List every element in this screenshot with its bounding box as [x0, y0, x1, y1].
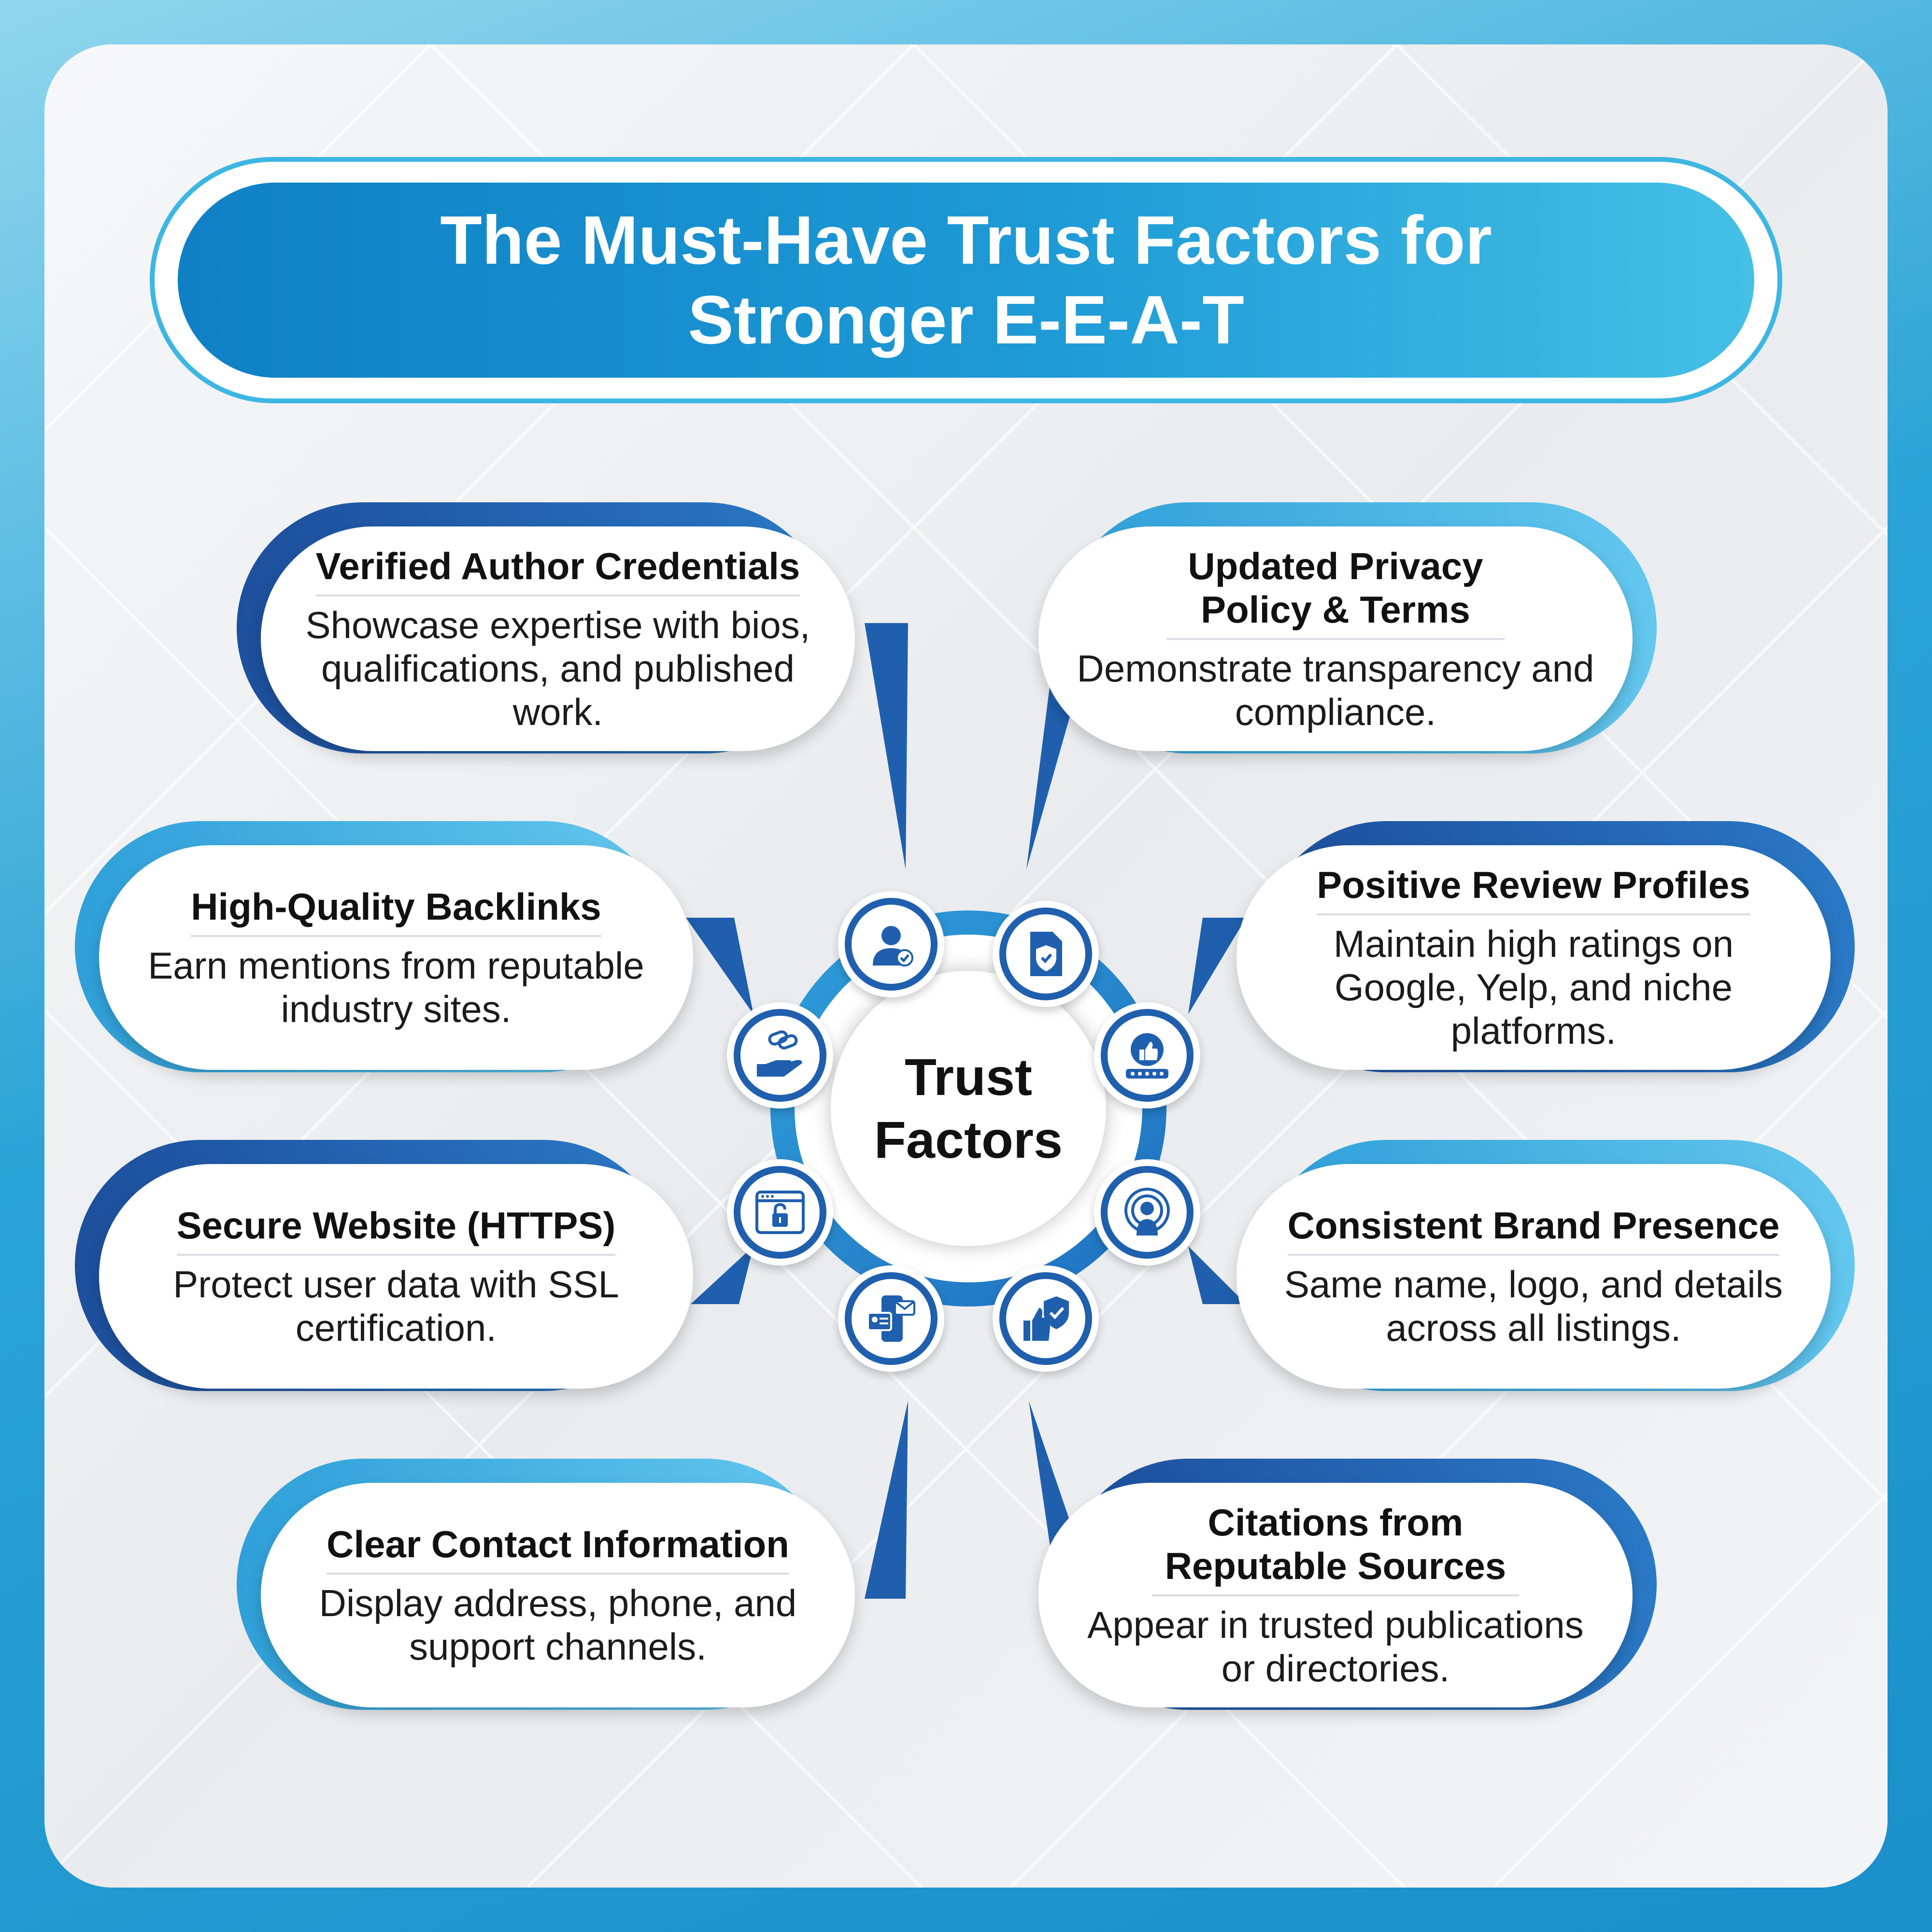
card-title: Secure Website (HTTPS) — [176, 1204, 616, 1256]
card-title: Citations from Reputable Sources — [1152, 1501, 1519, 1596]
card-privacy-policy-body: Updated Privacy Policy & Terms Demonstra… — [1038, 526, 1633, 751]
card-reviews: Positive Review Profiles Maintain high r… — [1236, 821, 1855, 1072]
hub-label: Trust Factors — [874, 1048, 1063, 1169]
card-secure-website: Secure Website (HTTPS) Protect user data… — [75, 1140, 693, 1391]
page-title: The Must-Have Trust Factors for Stronger… — [440, 202, 1492, 358]
card-description: Appear in trusted publications or direct… — [1087, 1603, 1584, 1690]
card-citations-body: Citations from Reputable Sources Appear … — [1038, 1483, 1633, 1707]
card-description: Same name, logo, and details across all … — [1284, 1263, 1783, 1349]
card-title: High-Quality Backlinks — [191, 885, 601, 937]
thumbs-up-rating-icon — [1094, 1002, 1200, 1108]
connector-reviews — [1188, 918, 1246, 1014]
card-citations: Citations from Reputable Sources Appear … — [1038, 1459, 1657, 1710]
hub-center: Trust Factors — [831, 971, 1106, 1246]
card-backlinks-body: High-Quality Backlinks Earn mentions fro… — [99, 845, 693, 1070]
document-shield-icon — [993, 901, 1099, 1007]
contact-devices-icon — [838, 1265, 944, 1372]
card-brand-presence: Consistent Brand Presence Same name, log… — [1236, 1140, 1855, 1391]
connector-secure-website — [691, 1246, 753, 1304]
card-contact-info-body: Clear Contact Information Display addres… — [261, 1483, 855, 1707]
card-description: Demonstrate transparency and compliance. — [1077, 647, 1594, 733]
thumbs-up-shield-icon — [993, 1265, 1099, 1372]
card-title: Clear Contact Information — [327, 1522, 789, 1575]
handshake-link-icon — [727, 1002, 833, 1108]
card-description: Earn mentions from reputable industry si… — [148, 944, 644, 1030]
card-title: Positive Review Profiles — [1317, 863, 1750, 915]
card-description: Display address, phone, and support chan… — [319, 1581, 797, 1668]
title-banner: The Must-Have Trust Factors for Stronger… — [178, 183, 1754, 378]
card-brand-presence-body: Consistent Brand Presence Same name, log… — [1236, 1164, 1831, 1389]
card-description: Maintain high ratings on Google, Yelp, a… — [1333, 922, 1734, 1052]
connector-brand-presence — [1188, 1246, 1246, 1304]
card-backlinks: High-Quality Backlinks Earn mentions fro… — [75, 821, 693, 1072]
lock-browser-icon — [727, 1159, 833, 1265]
card-privacy-policy: Updated Privacy Policy & Terms Demonstra… — [1038, 502, 1657, 753]
card-description: Showcase expertise with bios, qualificat… — [305, 603, 810, 733]
card-description: Protect user data with SSL certification… — [173, 1263, 619, 1349]
card-title: Verified Author Credentials — [315, 544, 800, 597]
connector-backlinks — [686, 918, 753, 1014]
broadcast-person-icon — [1094, 1159, 1200, 1265]
connector-verified-author — [865, 623, 908, 869]
card-contact-info: Clear Contact Information Display addres… — [237, 1459, 855, 1710]
user-check-icon — [838, 891, 944, 997]
card-title: Consistent Brand Presence — [1287, 1204, 1780, 1256]
card-title: Updated Privacy Policy & Terms — [1166, 544, 1505, 640]
card-reviews-body: Positive Review Profiles Maintain high r… — [1236, 845, 1831, 1070]
card-verified-author-body: Verified Author Credentials Showcase exp… — [261, 526, 855, 751]
card-verified-author: Verified Author Credentials Showcase exp… — [237, 502, 855, 753]
connector-contact-info — [865, 1401, 908, 1599]
card-secure-website-body: Secure Website (HTTPS) Protect user data… — [99, 1164, 693, 1389]
